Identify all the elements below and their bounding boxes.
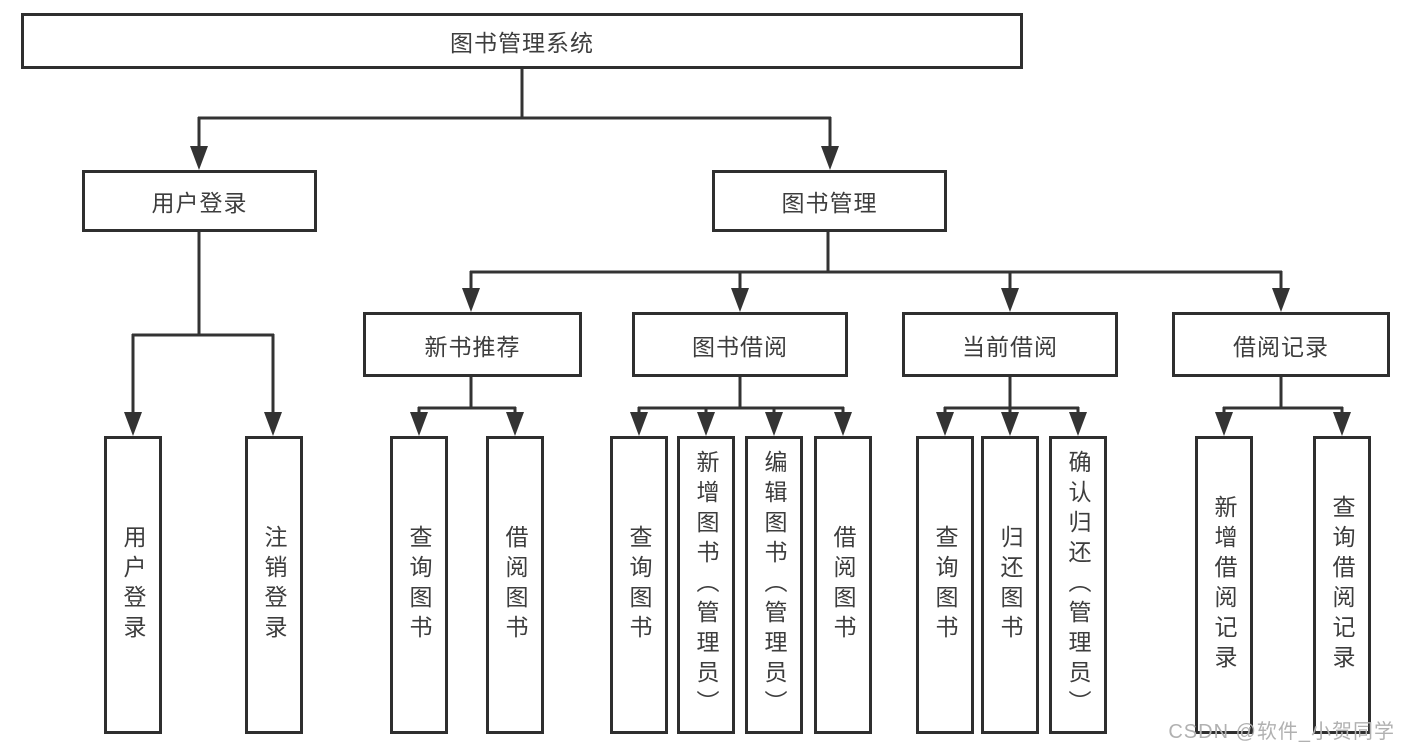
leaf-add-books-admin: 新增图书（管理员） [677, 436, 735, 734]
node-new-book-recommendation: 新书推荐 [363, 312, 582, 377]
leaf-borrow-books-borrowing: 借阅图书 [814, 436, 872, 734]
node-label: 图书管理 [781, 190, 878, 216]
node-borrowing-records: 借阅记录 [1172, 312, 1390, 377]
node-label: 图书管理系统 [450, 30, 594, 56]
watermark: CSDN @软件_小贺同学 [1168, 721, 1395, 743]
leaf-logout: 注销登录 [245, 436, 303, 734]
node-label: 用户登录 [151, 190, 248, 216]
node-label: 新增借阅记录 [1211, 495, 1237, 675]
leaf-query-books-current: 查询图书 [916, 436, 974, 734]
node-label: 借阅图书 [502, 525, 528, 645]
leaf-query-books-borrowing: 查询图书 [610, 436, 668, 734]
node-label: 查询图书 [626, 525, 652, 645]
node-label: 确认归还（管理员） [1065, 450, 1091, 720]
leaf-query-books-recommend: 查询图书 [390, 436, 448, 734]
leaf-return-books: 归还图书 [981, 436, 1039, 734]
leaf-confirm-return-admin: 确认归还（管理员） [1049, 436, 1107, 734]
node-label: 新增图书（管理员） [693, 450, 719, 720]
node-label: 查询图书 [406, 525, 432, 645]
node-book-management: 图书管理 [712, 170, 947, 232]
node-root-library-system: 图书管理系统 [21, 13, 1023, 69]
node-label: 查询借阅记录 [1329, 495, 1355, 675]
leaf-query-borrow-record: 查询借阅记录 [1313, 436, 1371, 734]
node-label: 当前借阅 [962, 333, 1058, 360]
node-label: 查询图书 [932, 525, 958, 645]
node-label: 新书推荐 [424, 333, 521, 360]
node-label: 借阅图书 [830, 525, 856, 645]
node-book-borrowing: 图书借阅 [632, 312, 848, 377]
node-label: 图书借阅 [692, 333, 788, 360]
leaf-borrow-books-recommend: 借阅图书 [486, 436, 544, 734]
leaf-user-login: 用户登录 [104, 436, 162, 734]
node-label: 注销登录 [261, 525, 287, 645]
leaf-edit-books-admin: 编辑图书（管理员） [745, 436, 803, 734]
node-label: 用户登录 [120, 525, 146, 645]
node-user-login: 用户登录 [82, 170, 317, 232]
node-label: 归还图书 [997, 525, 1023, 645]
node-label: 借阅记录 [1233, 333, 1329, 360]
node-current-borrowing: 当前借阅 [902, 312, 1118, 377]
node-label: 编辑图书（管理员） [761, 450, 787, 720]
leaf-add-borrow-record: 新增借阅记录 [1195, 436, 1253, 734]
